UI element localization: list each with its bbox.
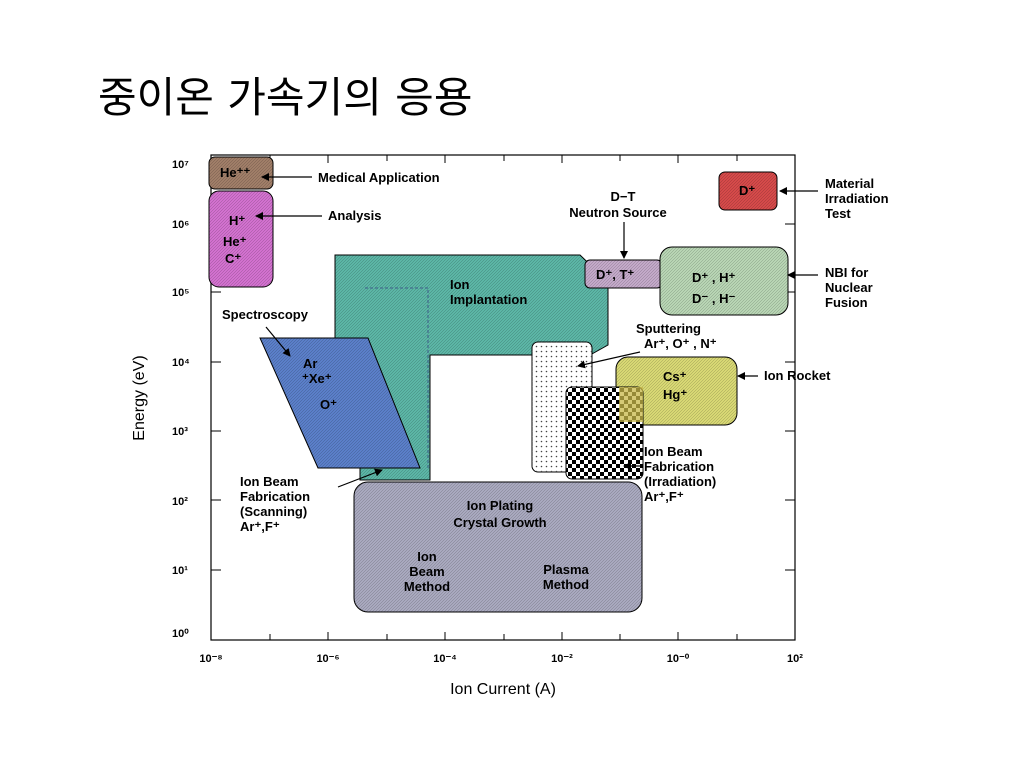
material-label: Material [825,176,874,191]
y-tick-labels: 10⁰ 10¹ 10² 10³ 10⁴ 10⁵ 10⁶ 10⁷ [172,159,190,640]
material-label: Irradiation [825,191,889,206]
label-beam-fabrication-scanning: Ion Beam Fabrication (Scanning) Ar⁺,F⁺ [240,468,383,534]
implantation-label: Implantation [450,292,527,307]
region-spectroscopy: Ar ⁺Xe⁺ O⁺ [259,337,421,469]
nbi-ion: D⁺ , H⁺ [692,270,735,285]
nbi-ion: D⁻ , H⁻ [692,291,735,306]
sputtering-label: Ar⁺, O⁺ , N⁺ [644,336,717,351]
analysis-ion: He⁺ [223,234,247,249]
beam-method-label: Method [404,579,450,594]
slide-title: 중이온 가속기의 응용 [98,73,473,122]
nbi-label: NBI for [825,265,868,280]
region-analysis: H⁺ He⁺ C⁺ [208,190,274,288]
dt-label: D−T [611,189,636,204]
spectro-ion: Ar [303,356,317,371]
rocket-ion: Hg⁺ [663,387,687,402]
nbi-label: Fusion [825,295,868,310]
sputtering-label: Sputtering [636,321,701,336]
label-nbi: NBI for Nuclear Fusion [787,265,873,310]
ibf-scan-label: Ar⁺,F⁺ [240,519,280,534]
region-he-medical: He⁺⁺ [208,156,274,190]
spectro-ion: O⁺ [320,397,337,412]
rocket-ion: Cs⁺ [663,369,687,384]
spectroscopy-label: Spectroscopy [222,307,309,322]
beam-method-label: Beam [409,564,444,579]
ibf-scan-label: Ion Beam [240,474,299,489]
plating-label: Crystal Growth [453,515,546,530]
medical-label: Medical Application [318,170,440,185]
nbi-label: Nuclear [825,280,873,295]
ibf-irr-label: (Irradiation) [644,474,716,489]
label-sputtering: Sputtering Ar⁺, O⁺ , N⁺ [577,321,717,369]
ibf-irr-label: Ion Beam [644,444,703,459]
y-tick-label: 10⁵ [172,287,189,299]
y-tick-label: 10⁶ [172,219,189,231]
beam-method-label: Ion [417,549,437,564]
y-tick-label: 10² [172,496,188,508]
region-ion-rocket: Cs⁺ Hg⁺ [615,356,738,426]
plating-label: Ion Plating [467,498,534,513]
region-material-irradiation: D⁺ [718,171,778,211]
x-tick-label: 10² [787,653,803,665]
y-tick-label: 10¹ [172,565,188,577]
material-ion: D⁺ [739,183,755,198]
region-dt-source: D⁺, T⁺ [584,259,663,289]
ibf-irr-label: Ar⁺,F⁺ [644,489,684,504]
y-tick-label: 10⁰ [172,628,189,640]
x-tick-label: 10⁻⁸ [199,653,222,665]
plasma-method-label: Method [543,577,589,592]
region-nbi: D⁺ , H⁺ D⁻ , H⁻ [659,246,789,316]
x-tick-labels: 10⁻⁸ 10⁻⁶ 10⁻⁴ 10⁻² 10⁻⁰ 10² [199,653,803,665]
region-beam-fabrication-irradiation [565,386,644,480]
label-material: Material Irradiation Test [779,176,889,221]
y-tick-label: 10⁴ [172,357,190,369]
implantation-label: Ion [450,277,470,292]
y-tick-label: 10⁷ [172,159,189,171]
region-ion-implantation: Ion Implantation [334,254,609,481]
x-tick-label: 10⁻⁰ [667,653,690,665]
region-ion-plating: Ion Plating Crystal Growth Ion Beam Meth… [353,481,643,613]
label-spectroscopy: Spectroscopy [222,307,309,357]
plasma-method-label: Plasma [543,562,589,577]
analysis-ion: H⁺ [229,213,245,228]
x-tick-label: 10⁻⁶ [316,653,339,665]
x-tick-label: 10⁻⁴ [433,653,456,665]
x-tick-marks [210,155,738,640]
y-tick-label: 10³ [172,426,188,438]
spectro-ion: ⁺Xe⁺ [302,371,332,386]
label-dt-source: D−T Neutron Source [569,189,667,259]
ibf-irr-label: Fabrication [644,459,714,474]
label-ion-rocket: Ion Rocket [737,368,831,383]
analysis-ion: C⁺ [225,251,241,266]
x-tick-label: 10⁻² [551,653,573,665]
label-beam-fabrication-irradiation: Ion Beam Fabrication (Irradiation) Ar⁺,F… [623,444,716,504]
he-label: He⁺⁺ [220,165,250,180]
ion-rocket-label: Ion Rocket [764,368,831,383]
y-axis-title: Energy (eV) [131,355,148,440]
plot-frame [210,154,796,641]
ibf-scan-label: (Scanning) [240,504,307,519]
dt-label: Neutron Source [569,205,667,220]
ibf-scan-label: Fabrication [240,489,310,504]
label-analysis: Analysis [255,208,381,223]
analysis-label: Analysis [328,208,381,223]
label-medical: Medical Application [261,170,440,185]
dt-ion: D⁺, T⁺ [596,267,634,282]
material-label: Test [825,206,851,221]
x-axis-title: Ion Current (A) [450,681,556,698]
